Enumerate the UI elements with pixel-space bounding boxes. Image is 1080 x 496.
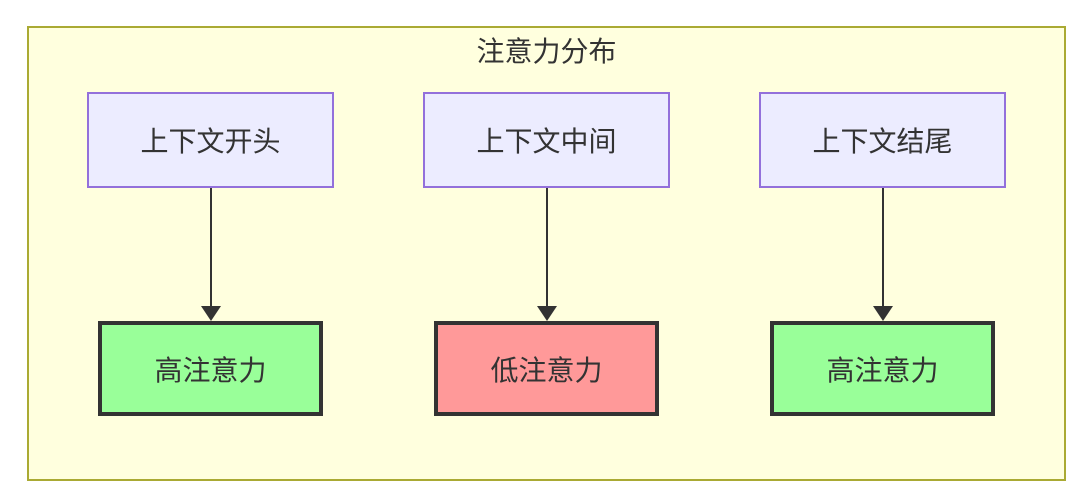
- arrow-line: [881, 188, 884, 306]
- arrow-line: [545, 188, 548, 306]
- flow-column-context-start: 上下文开头 高注意力: [87, 92, 334, 416]
- node-low-attention: 低注意力: [434, 321, 659, 416]
- arrow-head-icon: [872, 306, 893, 321]
- down-arrow: [200, 188, 221, 321]
- down-arrow: [536, 188, 557, 321]
- node-high-attention-1: 高注意力: [98, 321, 323, 416]
- down-arrow: [872, 188, 893, 321]
- flow-column-context-middle: 上下文中间 低注意力: [423, 92, 670, 416]
- arrow-head-icon: [536, 306, 557, 321]
- node-context-end: 上下文结尾: [759, 92, 1006, 188]
- arrow-line: [209, 188, 212, 306]
- attention-distribution-container: 注意力分布 上下文开头 高注意力 上下文中间 低注意力 上下文结尾: [27, 26, 1066, 481]
- node-context-start: 上下文开头: [87, 92, 334, 188]
- node-context-middle: 上下文中间: [423, 92, 670, 188]
- flow-column-context-end: 上下文结尾 高注意力: [759, 92, 1006, 416]
- diagram-title: 注意力分布: [476, 36, 617, 67]
- arrow-head-icon: [200, 306, 221, 321]
- node-high-attention-2: 高注意力: [770, 321, 995, 416]
- flow-columns: 上下文开头 高注意力 上下文中间 低注意力 上下文结尾: [29, 66, 1064, 416]
